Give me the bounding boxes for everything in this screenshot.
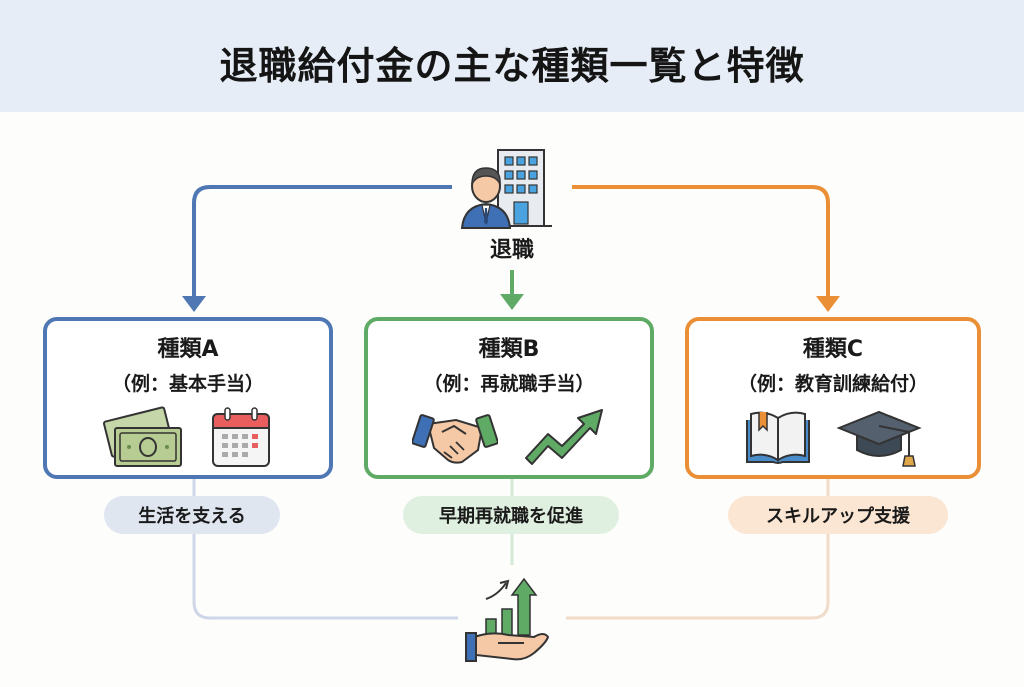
arrow-b xyxy=(500,294,524,310)
type-b-card: 種類B （例：再就職手当） xyxy=(364,317,654,479)
arrow-c xyxy=(816,296,840,312)
type-a-title: 種類A xyxy=(157,337,219,362)
connector-a-top xyxy=(192,185,452,300)
hand-with-growth-chart-icon xyxy=(462,573,562,669)
type-a-example: （例：基本手当） xyxy=(111,373,264,395)
type-a-card: 種類A （例：基本手当） xyxy=(43,317,333,479)
handshake-icon xyxy=(411,406,499,474)
retirement-label: 退職 xyxy=(489,238,534,263)
type-c-example: （例：教育訓練給付） xyxy=(737,373,928,395)
open-book-icon xyxy=(743,406,813,474)
type-c-feature-badge: スキルアップ支援 xyxy=(728,496,948,534)
connector-c-top xyxy=(572,185,830,300)
connector-c-bottom xyxy=(566,479,830,620)
type-c-card: 種類C （例：教育訓練給付） xyxy=(685,317,981,479)
type-c-title: 種類C xyxy=(802,337,864,362)
money-bills-icon xyxy=(102,406,185,474)
type-b-feature-badge: 早期再就職を促進 xyxy=(403,496,619,534)
person-with-office-building-icon xyxy=(456,148,568,234)
connector-a-bottom xyxy=(192,479,458,620)
type-b-title: 種類B xyxy=(478,337,540,362)
header-band: 退職給付金の主な種類一覧と特徴 xyxy=(0,0,1024,112)
page-title: 退職給付金の主な種類一覧と特徴 xyxy=(219,43,805,88)
arrow-a xyxy=(182,296,206,312)
trend-up-arrow-icon xyxy=(522,406,606,474)
graduation-cap-icon xyxy=(836,406,923,474)
type-b-example: （例：再就職手当） xyxy=(423,373,595,395)
calendar-icon xyxy=(209,406,273,474)
type-a-feature-badge: 生活を支える xyxy=(104,496,280,534)
